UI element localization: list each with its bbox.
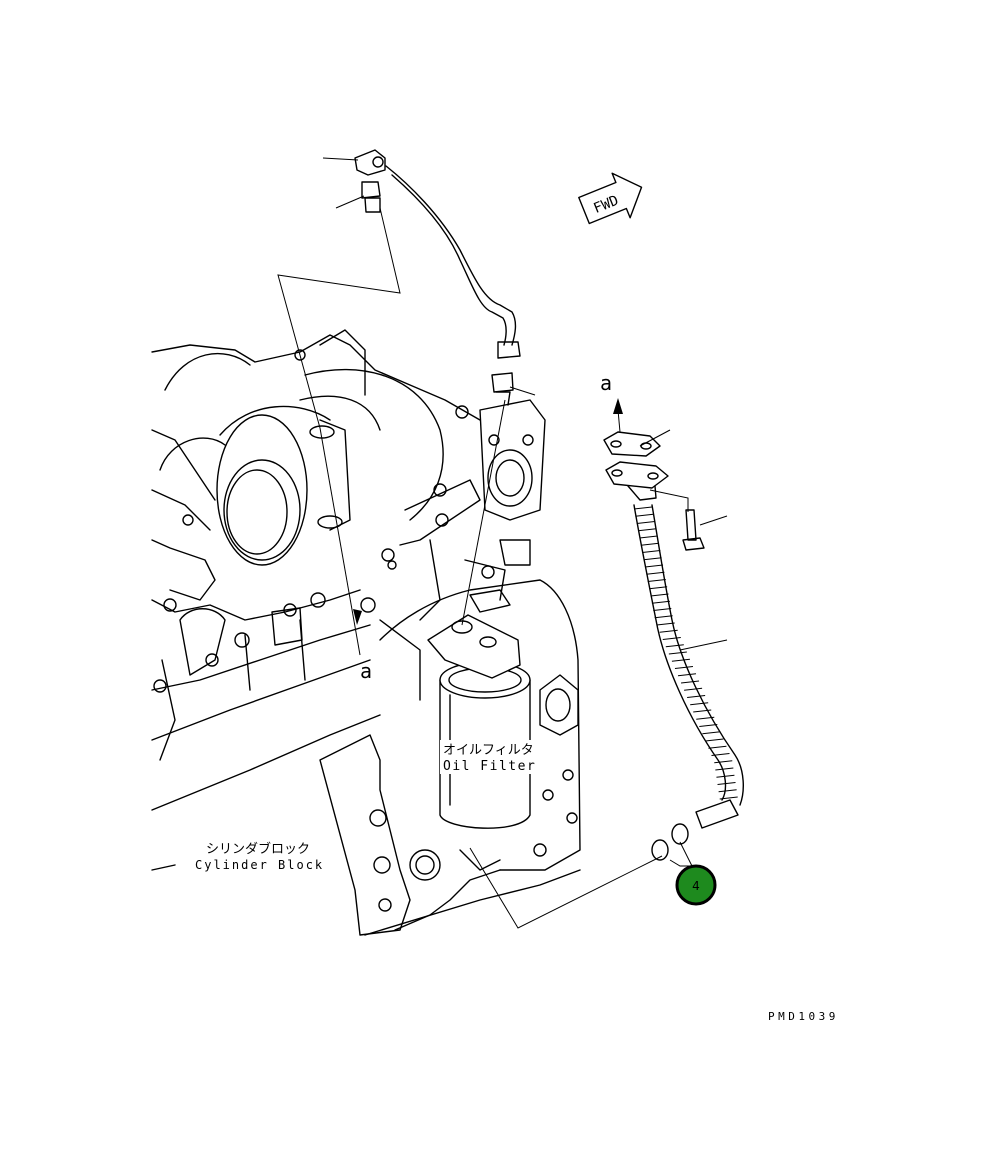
hose-rib: [684, 687, 703, 691]
hose-rib: [656, 622, 675, 626]
hose-rib: [662, 637, 681, 640]
hose-rib: [649, 586, 668, 590]
hose-rib: [665, 644, 684, 648]
hose-rib: [674, 666, 694, 669]
hose-rib: [671, 658, 690, 662]
fwd-arrow-icon: FWD: [578, 172, 643, 225]
hose-rib: [715, 767, 734, 771]
hose-rib: [644, 564, 664, 568]
ref-label-a-top: a: [600, 371, 612, 395]
hose-rib: [699, 724, 718, 727]
hose-rib: [642, 550, 661, 553]
hose-rib: [636, 521, 655, 524]
hose-rib: [635, 513, 654, 517]
oil-filter-label-en: Oil Filter: [443, 759, 536, 774]
part-callout-4[interactable]: 4: [675, 864, 717, 906]
hose-rib: [687, 695, 706, 698]
hose-rib: [647, 579, 666, 582]
hose-rib: [714, 760, 733, 764]
hose-rib: [719, 796, 738, 800]
cylinder-block-label-jp: シリンダブロック: [206, 841, 310, 857]
hose-rib: [651, 600, 670, 604]
hose-rib: [638, 528, 657, 532]
hose-rib: [639, 535, 658, 539]
hose-rib: [693, 709, 712, 713]
hose-rib: [716, 774, 735, 778]
hose-rib: [654, 615, 673, 619]
oil-filter-label-jp: オイルフィルタ: [443, 743, 534, 758]
hose-rib: [659, 629, 678, 633]
ref-label-a-left: a: [360, 659, 372, 683]
hose-rib: [717, 782, 736, 785]
hose-rib: [640, 542, 659, 546]
leader-lines: [277, 157, 728, 929]
hose-rib: [711, 753, 730, 756]
hose-rib: [677, 673, 697, 677]
hose-rib: [702, 731, 721, 735]
hose-rib: [653, 608, 672, 611]
hose-rib: [650, 593, 669, 597]
hose-rib: [633, 506, 653, 510]
engine-block-drawing: [151, 329, 581, 936]
hose-rib: [668, 651, 687, 655]
turbo-oil-feed-line: [354, 149, 521, 406]
hose-rib: [718, 789, 737, 793]
hose-rib: [708, 745, 727, 749]
cylinder-block-label-en: Cylinder Block: [195, 858, 324, 872]
hose-rib: [690, 702, 709, 706]
hose-rib: [705, 738, 724, 742]
drawing-number: PMD1039: [768, 1010, 839, 1023]
hose-rib: [680, 680, 700, 684]
hose-rib: [643, 557, 662, 561]
hose-rib: [696, 716, 715, 720]
turbo-oil-return-hose: [603, 431, 744, 861]
part-callout-number: 4: [692, 879, 700, 893]
hose-rib: [646, 571, 665, 575]
